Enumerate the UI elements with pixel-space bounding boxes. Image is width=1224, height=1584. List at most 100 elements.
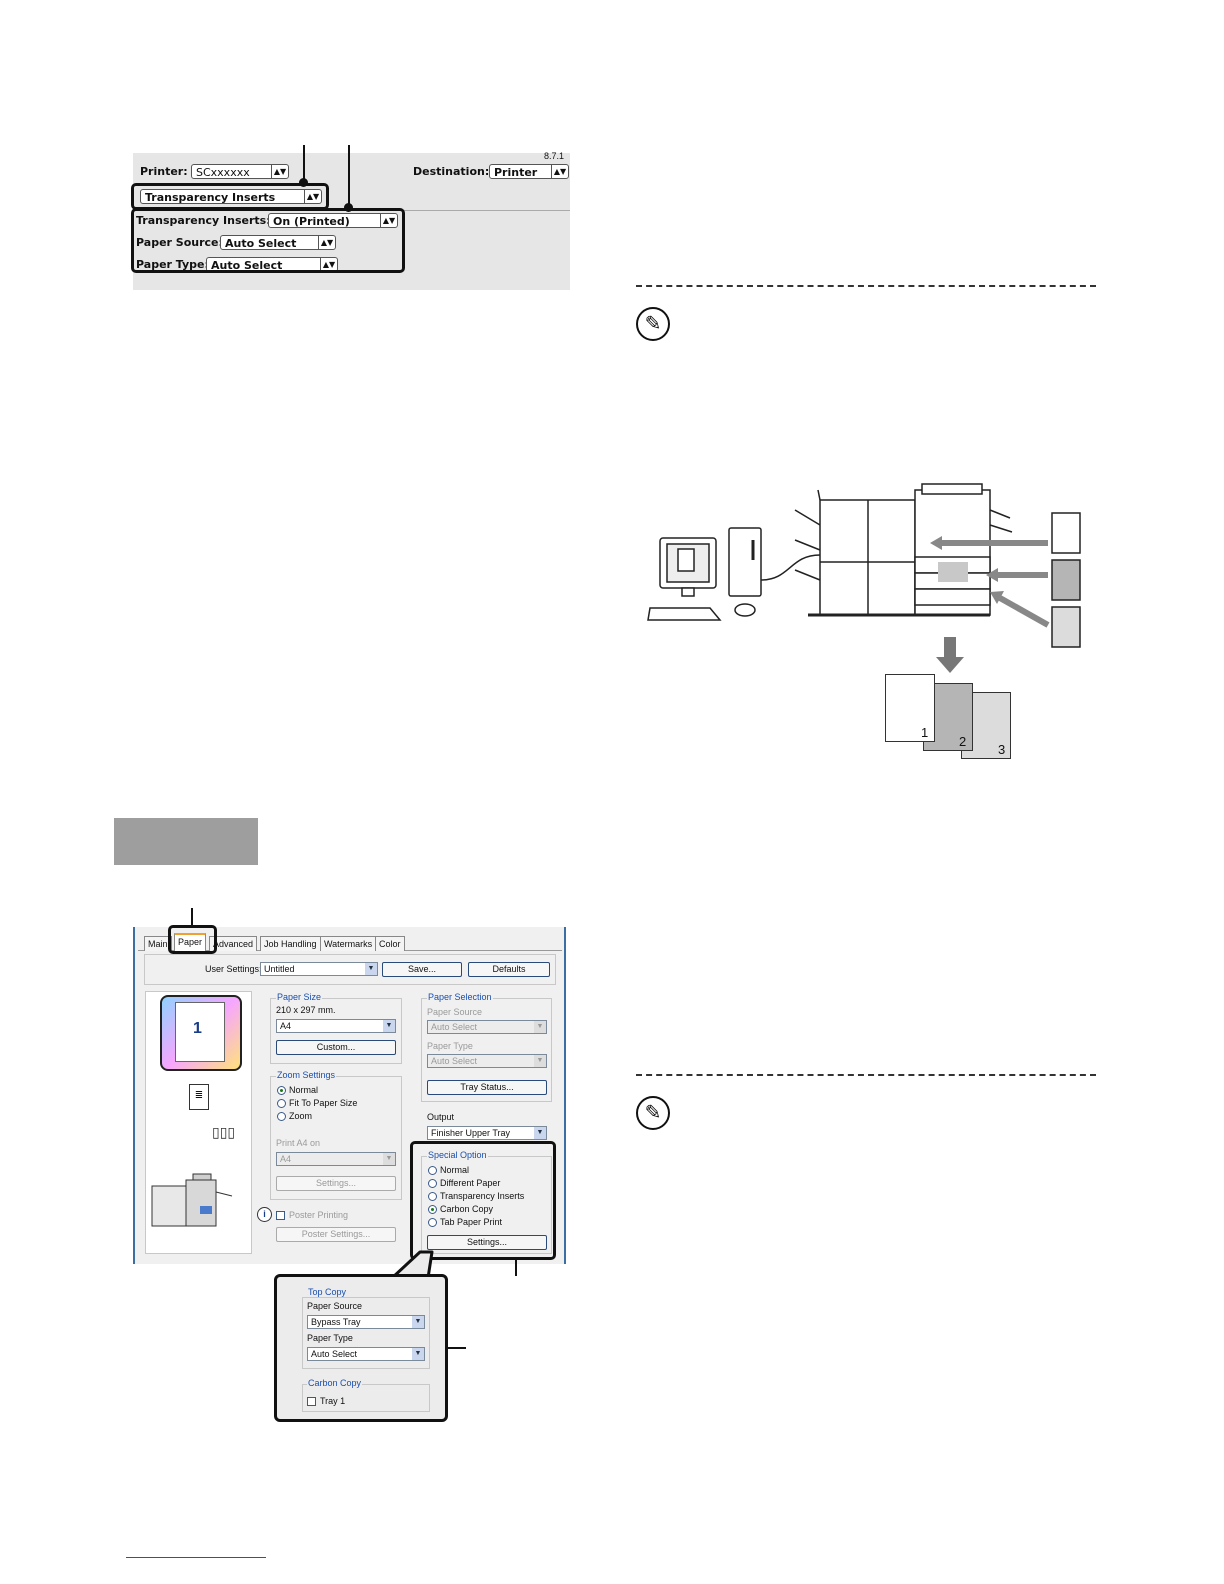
save-button[interactable]: Save... — [382, 962, 462, 977]
print-on-select[interactable]: A4 ▼ — [276, 1152, 396, 1166]
special-carbon-copy-radio[interactable] — [428, 1205, 437, 1214]
page-number-2: 2 — [959, 734, 967, 749]
special-tab-paper-radio[interactable] — [428, 1218, 437, 1227]
output-value: Finisher Upper Tray — [431, 1128, 511, 1138]
zoom-normal-radio[interactable] — [277, 1086, 286, 1095]
transparency-inserts-label: Transparency Inserts: — [136, 214, 271, 227]
callout-line-3 — [191, 908, 193, 926]
mac-version-label: 8.7.1 — [544, 151, 565, 161]
chevron-down-icon: ▼ — [365, 963, 377, 975]
paper-type-label-win: Paper Type — [427, 1041, 473, 1051]
output-select[interactable]: Finisher Upper Tray ▼ — [427, 1126, 547, 1140]
panel-menu-select[interactable]: Transparency Inserts ▲▼ — [140, 189, 322, 204]
destination-value: Printer — [494, 166, 538, 179]
tray1-label: Tray 1 — [320, 1396, 346, 1406]
paper-type-value-win: Auto Select — [431, 1056, 478, 1066]
special-settings-button[interactable]: Settings... — [427, 1235, 547, 1250]
paper-type-value: Auto Select — [211, 259, 283, 272]
tab-main[interactable]: Main — [144, 936, 172, 951]
tab-job-handling[interactable]: Job Handling — [260, 936, 321, 951]
destination-label: Destination: — [413, 165, 490, 178]
tab-advanced[interactable]: Advanced — [209, 936, 258, 951]
callout-line-2 — [348, 145, 350, 205]
tab-paper[interactable]: Paper — [174, 933, 207, 952]
updown-arrow-icon: ▲▼ — [551, 165, 568, 178]
page-number-1: 1 — [921, 725, 929, 740]
special-normal-radio[interactable] — [428, 1166, 437, 1175]
printer-select[interactable]: SCxxxxxx ▲▼ — [191, 164, 289, 179]
feed-arrows — [930, 536, 1050, 628]
page-number-3: 3 — [998, 742, 1006, 757]
user-settings-label: User Settings: — [205, 964, 262, 974]
paper-source-value-win: Auto Select — [431, 1022, 478, 1032]
printer-value: SCxxxxxx — [196, 166, 250, 179]
callout-transparency-settings — [131, 208, 405, 273]
special-different-paper-radio[interactable] — [428, 1179, 437, 1188]
paper-size-group — [270, 998, 402, 1064]
special-transparency-inserts-radio[interactable] — [428, 1192, 437, 1201]
user-settings-value: Untitled — [264, 964, 295, 974]
print-on-value: A4 — [280, 1154, 292, 1164]
pencil-note-icon: ✎ — [636, 307, 670, 341]
poster-printing-label: Poster Printing — [289, 1210, 349, 1220]
updown-arrow-icon: ▲▼ — [380, 214, 397, 227]
custom-button[interactable]: Custom... — [276, 1040, 396, 1055]
popup-paper-type-label: Paper Type — [307, 1333, 353, 1343]
note-divider-2 — [636, 1074, 1096, 1076]
paper-source-select-win[interactable]: Auto Select ▼ — [427, 1020, 547, 1034]
note-divider-1 — [636, 285, 1096, 287]
paper-type-select-win[interactable]: Auto Select ▼ — [427, 1054, 547, 1068]
paper-size-value: A4 — [280, 1021, 292, 1031]
zoom-settings-group-title: Zoom Settings — [276, 1070, 337, 1080]
transparency-inserts-select[interactable]: On (Printed) ▲▼ — [268, 213, 398, 228]
chevron-down-icon: ▼ — [412, 1348, 424, 1360]
callout-line-4 — [515, 1260, 517, 1276]
zoom-settings-button[interactable]: Settings... — [276, 1176, 396, 1191]
special-tab-paper-label: Tab Paper Print — [440, 1217, 503, 1227]
zoom-normal-label: Normal — [289, 1085, 319, 1095]
defaults-button[interactable]: Defaults — [468, 962, 550, 977]
document-icon: ≣ — [189, 1084, 209, 1110]
preview-page — [175, 1002, 225, 1062]
stacked-pages-icon: ▯▯▯ — [212, 1124, 236, 1140]
destination-select[interactable]: Printer ▲▼ — [489, 164, 569, 179]
paper-source-label-win: Paper Source — [427, 1007, 483, 1017]
popup-paper-source-select[interactable]: Bypass Tray ▼ — [307, 1315, 425, 1329]
special-transparency-inserts-label: Transparency Inserts — [440, 1191, 525, 1201]
zoom-fit-label: Fit To Paper Size — [289, 1098, 358, 1108]
paper-source-select[interactable]: Auto Select ▲▼ — [220, 235, 336, 250]
zoom-zoom-radio[interactable] — [277, 1112, 286, 1121]
paper-type-label: Paper Type: — [136, 258, 209, 271]
chevron-down-icon: ▼ — [383, 1020, 395, 1032]
updown-arrow-icon: ▲▼ — [318, 236, 335, 249]
tray1-checkbox[interactable] — [307, 1397, 316, 1406]
paper-selection-group-title: Paper Selection — [427, 992, 493, 1002]
paper-size-select[interactable]: A4 ▼ — [276, 1019, 396, 1033]
tray-status-button[interactable]: Tray Status... — [427, 1080, 547, 1095]
poster-printing-checkbox[interactable] — [276, 1211, 285, 1220]
chevron-down-icon: ▼ — [534, 1021, 546, 1033]
callout-special-option — [410, 1141, 556, 1260]
user-settings-select[interactable]: Untitled ▼ — [260, 962, 378, 976]
printer-illustration — [647, 483, 1081, 673]
tab-color[interactable]: Color — [375, 936, 405, 951]
popup-paper-type-select[interactable]: Auto Select ▼ — [307, 1347, 425, 1361]
zoom-fit-radio[interactable] — [277, 1099, 286, 1108]
print-on-label: Print A4 on — [276, 1138, 321, 1148]
carbon-copy-group — [302, 1384, 430, 1412]
updown-arrow-icon: ▲▼ — [304, 190, 321, 203]
computer-icon — [647, 527, 821, 621]
info-icon: i — [257, 1207, 272, 1222]
poster-settings-button[interactable]: Poster Settings... — [276, 1227, 396, 1242]
tab-watermarks[interactable]: Watermarks — [320, 936, 377, 951]
callout-line-5 — [448, 1347, 466, 1349]
chevron-down-icon: ▼ — [534, 1055, 546, 1067]
printer-label: Printer: — [140, 165, 188, 178]
pencil-note-icon: ✎ — [636, 1096, 670, 1130]
mfp-machine-icon — [794, 483, 1013, 617]
output-page-1 — [885, 674, 935, 742]
paper-source-label: Paper Source: — [136, 236, 223, 249]
special-different-paper-label: Different Paper — [440, 1178, 501, 1188]
output-label: Output — [427, 1112, 455, 1122]
callout-dot-2 — [344, 203, 353, 212]
